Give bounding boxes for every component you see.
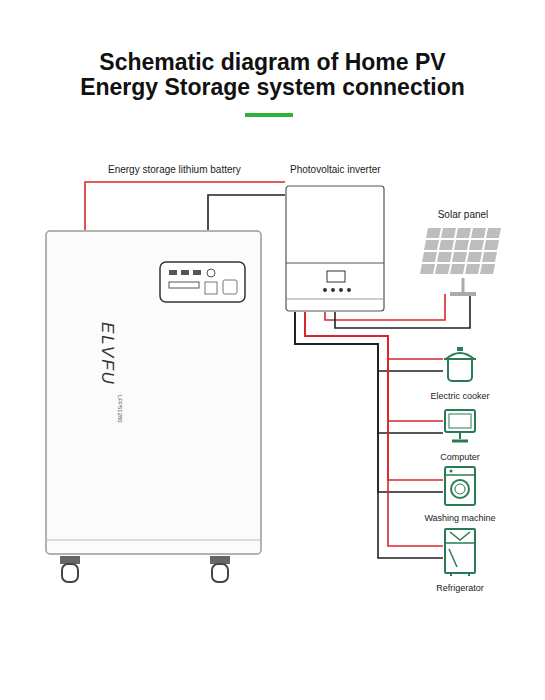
title: Schematic diagram of Home PV Energy Stor… [30,50,515,100]
accent-bar [245,113,293,117]
wire [85,182,285,230]
node-label: Energy storage lithium battery [108,164,241,175]
caster-wheel [60,556,80,582]
wire-pair [295,312,443,558]
node-label: Washing machine [424,513,495,523]
battery-cabinet: Energy storage lithium batteryELVFULFP51… [45,230,262,555]
node-outline [443,408,477,446]
cooker-icon: Electric cooker [443,345,477,385]
wire [305,312,443,546]
solar-panel: Solar panel [418,226,508,297]
wire [305,312,443,421]
node-outline [285,185,385,312]
node-outline [443,345,477,385]
node-label: Electric cooker [430,391,489,401]
wire [295,312,443,558]
wire-pair [295,312,443,492]
node-outline [418,226,508,297]
node-outline [45,230,262,555]
brand-mark: LFP51280 [117,395,123,423]
node-label: Solar panel [438,209,489,220]
node-label: Refrigerator [436,583,484,593]
computer-icon: Computer [443,408,477,446]
wire [295,312,443,492]
inverter-box: Photovoltaic inverter [285,185,385,312]
wire [208,195,285,230]
node-outline [443,527,477,577]
fridge-icon: Refrigerator [443,527,477,577]
wire [295,312,443,433]
washer-icon: Washing machine [443,465,477,507]
node-label: Computer [440,452,480,462]
caster-wheel [210,556,230,582]
node-label: Photovoltaic inverter [290,164,381,175]
wire [295,312,443,371]
wire-pair [295,312,443,433]
wire [305,312,443,480]
brand-mark: ELVFU [97,322,117,386]
wire-pair [295,312,443,371]
wire-pair [85,182,285,230]
node-outline [443,465,477,507]
